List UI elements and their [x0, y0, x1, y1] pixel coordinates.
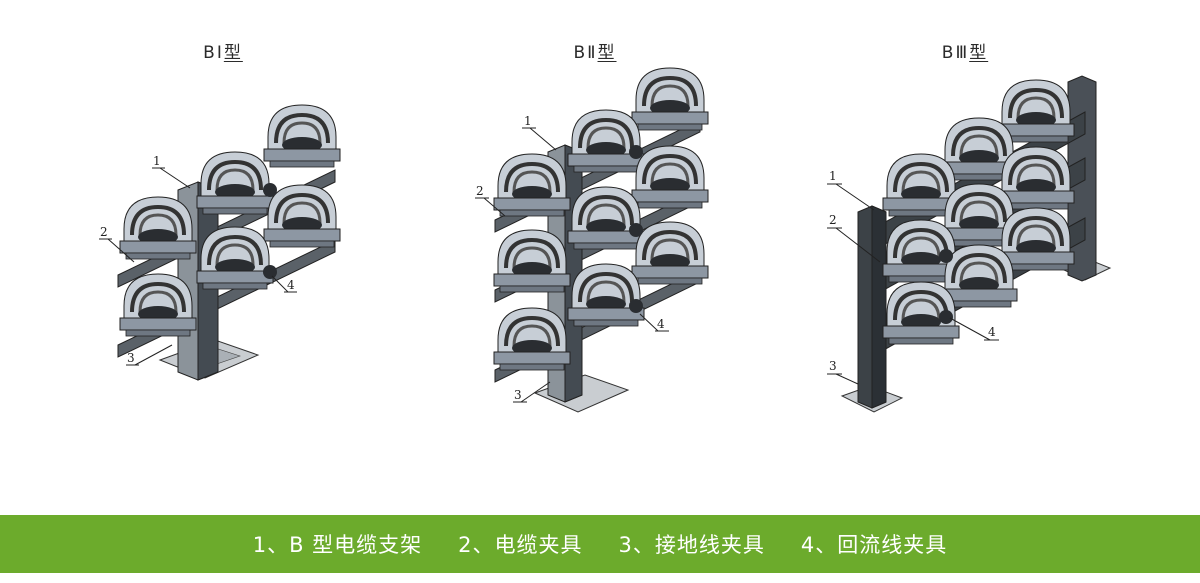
callout-4: 4 [287, 278, 295, 292]
callout-2: 2 [100, 225, 108, 239]
legend-item-4: 4、回流线夹具 [800, 533, 948, 557]
figure-title-b1: BⅠ型 [163, 38, 283, 63]
title-prefix: BⅡ [573, 43, 598, 63]
callout-2: 2 [476, 184, 484, 198]
bracket-b2-drawing [492, 66, 710, 413]
legend-item-1: 1、B 型电缆支架 [252, 533, 423, 557]
callout-3: 3 [829, 359, 837, 373]
title-suffix: 型 [223, 43, 243, 63]
callout-3: 3 [127, 351, 135, 365]
callout-2: 2 [829, 213, 837, 227]
legend-banner: 1、B 型电缆支架 2、电缆夹具 3、接地线夹具 4、回流线夹具 [0, 515, 1200, 573]
bracket-b3-drawing [840, 75, 1112, 413]
figure-title-b3: BⅢ型 [905, 38, 1025, 63]
callout-4: 4 [657, 317, 665, 331]
title-prefix: BⅠ [203, 43, 224, 63]
legend-item-2: 2、电缆夹具 [458, 533, 583, 557]
callout-1: 1 [524, 114, 532, 128]
callout-4: 4 [988, 325, 996, 339]
figure-title-b2: BⅡ型 [535, 38, 655, 63]
title-prefix: BⅢ [941, 43, 970, 63]
bracket-b1-drawing [117, 103, 342, 381]
bracket-b1-callouts: 1 2 3 4 [99, 154, 297, 366]
legend-item-3: 3、接地线夹具 [618, 533, 765, 557]
callout-3: 3 [514, 388, 522, 402]
bracket-b2-callouts: 1 2 3 4 [475, 114, 669, 403]
title-suffix: 型 [969, 43, 989, 63]
bracket-b3-callouts: 1 2 3 4 [827, 169, 999, 385]
callout-1: 1 [153, 154, 161, 168]
callout-1: 1 [829, 169, 837, 183]
title-suffix: 型 [597, 43, 617, 63]
bracket-illustrations: 1 2 3 4 1 2 3 4 [99, 66, 1112, 413]
